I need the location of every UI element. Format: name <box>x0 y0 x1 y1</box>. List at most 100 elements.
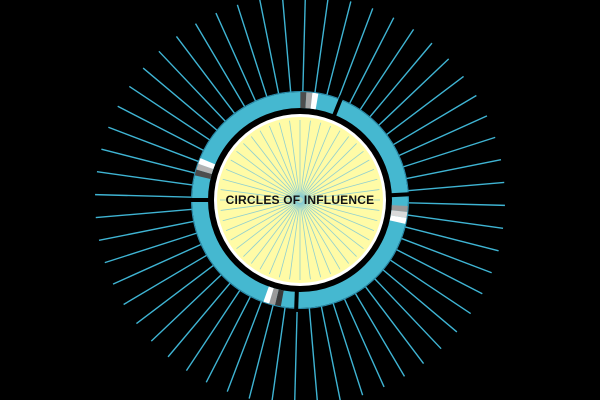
outer-ray <box>400 237 492 274</box>
inner-ray <box>302 178 378 200</box>
inner-ray <box>302 199 380 211</box>
outer-ray <box>175 36 236 115</box>
inner-ray <box>278 122 300 198</box>
inner-ray <box>278 202 300 278</box>
outer-ray <box>194 23 246 108</box>
outer-ray <box>112 243 202 285</box>
outer-ray <box>368 42 433 118</box>
inner-ray <box>302 150 364 199</box>
ring-gap <box>294 287 299 313</box>
inner-ray <box>301 201 357 257</box>
ring-marker-segment <box>263 286 274 304</box>
outer-ray <box>205 295 252 383</box>
ring-gap <box>331 95 344 120</box>
outer-ray <box>405 158 502 180</box>
diagram-title: CIRCLES OF INFLUENCE <box>225 193 375 207</box>
outer-ray <box>308 307 318 400</box>
inner-ray <box>222 178 298 200</box>
ring-marker-segment <box>390 210 408 219</box>
outer-ray <box>407 181 505 192</box>
inner-ray <box>243 201 299 257</box>
inner-ray <box>236 150 298 199</box>
outer-ray <box>101 148 196 174</box>
ring-markers <box>194 92 408 307</box>
inner-ray <box>250 202 299 264</box>
inner-ray <box>220 199 298 211</box>
outer-ray <box>128 85 211 141</box>
inner-ray <box>302 200 378 222</box>
outer-rays <box>95 0 505 400</box>
outer-ray <box>404 226 499 252</box>
blue-ring <box>188 91 412 313</box>
inner-ray <box>222 200 298 222</box>
outer-ray <box>389 259 472 315</box>
inner-ray <box>289 202 301 280</box>
inner-ray <box>225 200 298 231</box>
inner-ray <box>302 169 375 200</box>
ring-marker-segment <box>196 163 214 175</box>
ring-marker-segment <box>198 158 216 170</box>
inner-ray <box>300 202 322 278</box>
outer-ray <box>359 28 415 111</box>
inner-ray <box>302 189 380 201</box>
inner-ray <box>302 201 364 250</box>
outer-ray <box>406 214 504 229</box>
ring-marker-segment <box>269 288 279 306</box>
inner-ray <box>301 202 350 264</box>
ring-marker-segment <box>300 92 307 109</box>
outer-ray <box>150 273 223 342</box>
outer-ray <box>407 202 505 207</box>
ring-gap <box>387 192 412 198</box>
ring-marker-segment <box>310 92 319 110</box>
ring-marker-segment <box>274 289 284 307</box>
outer-ray <box>167 282 232 358</box>
outer-ray <box>215 12 257 102</box>
ring-marker-segment <box>194 169 212 179</box>
inner-ray <box>220 189 298 201</box>
inner-ray <box>250 136 299 198</box>
outer-ray <box>332 302 364 396</box>
outer-ray <box>259 0 280 95</box>
inner-ray <box>299 120 311 198</box>
inner-ray <box>301 136 350 198</box>
outer-ray <box>354 292 406 377</box>
inner-ray <box>269 125 300 198</box>
outer-ray <box>236 4 268 98</box>
outer-ray <box>348 17 395 105</box>
outer-ray <box>377 58 450 127</box>
outer-ray <box>385 75 464 136</box>
outer-ray <box>294 307 298 400</box>
inner-ray <box>243 143 299 199</box>
outer-ray <box>373 277 442 350</box>
inner-ray <box>259 202 299 270</box>
outer-ray <box>398 115 488 157</box>
inner-ray <box>300 122 322 198</box>
outer-ray <box>402 136 496 168</box>
inner-ray <box>230 159 298 199</box>
inner-ray <box>299 202 311 280</box>
outer-ray <box>96 171 194 186</box>
outer-ray <box>395 248 483 295</box>
outer-ray <box>302 0 306 93</box>
inner-ray <box>259 130 299 198</box>
inner-ray <box>302 159 370 199</box>
outer-ray <box>343 298 385 388</box>
inner-ray <box>302 200 375 231</box>
ring-marker-segment <box>389 215 407 224</box>
outer-ray <box>98 220 195 242</box>
inner-ray <box>302 201 370 241</box>
ring-marker-segment <box>391 205 408 213</box>
inner-rays <box>220 120 380 280</box>
outer-ray <box>337 8 374 100</box>
outer-ray <box>271 306 286 400</box>
inner-ray <box>269 202 300 275</box>
outer-ray <box>95 193 193 198</box>
outer-ray <box>136 264 215 325</box>
outer-ray <box>392 94 477 146</box>
ring-marker-segment <box>305 92 313 109</box>
inner-ray <box>225 169 298 200</box>
inner-ray <box>301 202 341 270</box>
inner-ray <box>300 202 331 275</box>
outer-ray <box>320 305 341 400</box>
